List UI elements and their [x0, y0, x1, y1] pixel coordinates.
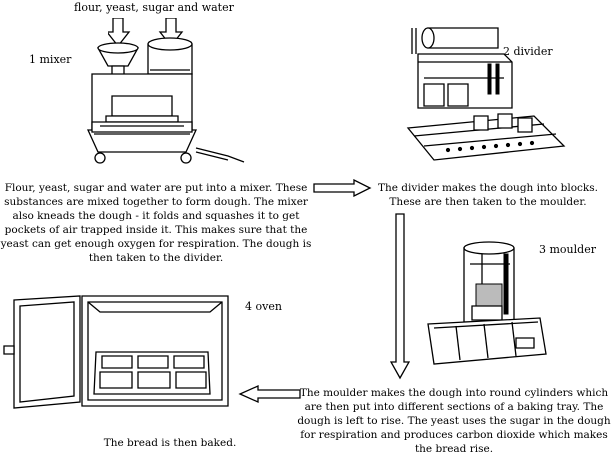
- step-3-description: The moulder makes the dough into round c…: [297, 387, 611, 455]
- step-4-label: 4 oven: [245, 300, 282, 313]
- step-1-description: Flour, yeast, sugar and water are put in…: [0, 182, 312, 264]
- step-2-description: The divider makes the dough into blocks.…: [377, 182, 599, 208]
- arrow-mixer-to-divider: [312, 179, 374, 197]
- step-1-label: 1 mixer: [29, 53, 72, 66]
- moulder-illustration: [420, 234, 550, 384]
- arrow-moulder-to-oven: [236, 385, 302, 403]
- step-2-label: 2 divider: [503, 45, 553, 58]
- divider-illustration: [404, 18, 569, 168]
- mixer-illustration: [78, 30, 253, 170]
- step-4-description: The bread is then baked.: [103, 437, 237, 449]
- oven-illustration: [0, 290, 240, 420]
- step-3-label: 3 moulder: [539, 243, 596, 256]
- arrow-divider-to-moulder: [390, 212, 410, 382]
- ingredients-label: flour, yeast, sugar and water: [74, 1, 234, 14]
